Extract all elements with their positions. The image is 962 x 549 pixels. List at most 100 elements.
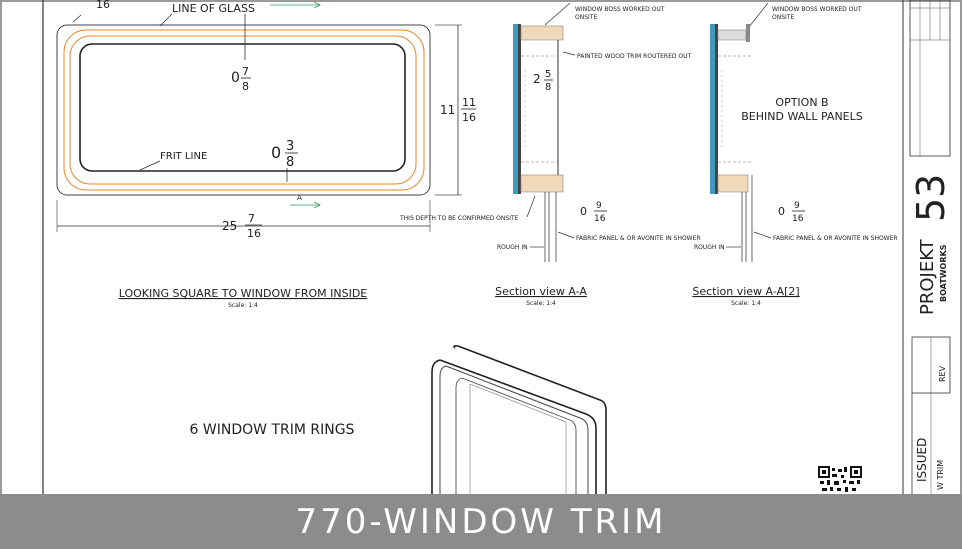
section-dim-whole: 2	[533, 72, 541, 86]
note-rough-in: ROUGH IN	[497, 244, 528, 251]
frit-outer-line	[63, 29, 425, 191]
leader-line	[72, 14, 82, 23]
section-b-title: Section view A-A[2]	[692, 285, 799, 298]
ring-back-outline	[453, 344, 607, 494]
section-dim-num: 5	[545, 69, 551, 80]
glass-pane	[513, 24, 518, 194]
qr-module	[838, 469, 842, 472]
isometric-trim-ring	[431, 344, 607, 494]
section-arrowhead	[313, 1, 321, 9]
wood-trim-top	[520, 25, 564, 41]
section-a-title: Section view A-A	[495, 285, 587, 298]
section-arrowhead	[313, 201, 321, 209]
dim-lower-whole: 0	[271, 143, 281, 162]
issued-label: ISSUED	[915, 438, 929, 482]
dim-center-num: 7	[242, 65, 249, 78]
qr-module	[837, 488, 841, 491]
note-window-boss: WINDOW BOSS WORKED OUT	[575, 6, 665, 13]
qr-module	[845, 487, 848, 492]
company-name: PROJEKT	[917, 238, 938, 315]
title-block: PROJEKT 53 BOATWORKS REV ISSUED W TRIM	[902, 0, 953, 494]
leader-line	[526, 195, 536, 218]
trim-rings-label: 6 WINDOW TRIM RINGS	[190, 422, 355, 438]
frit-inner-line	[69, 35, 417, 185]
note-window-boss-b: WINDOW BOSS WORKED OUT	[772, 6, 862, 13]
note-depth: THIS DEPTH TO BE CONFIRMED ONSITE	[399, 215, 519, 222]
ring-opening-left	[455, 377, 463, 494]
qr-module	[843, 480, 846, 483]
section-a-scale: Scale: 1:4	[526, 300, 556, 307]
dim-height-num: 11	[462, 96, 476, 109]
section-low-den: 16	[594, 214, 606, 224]
dim-height-whole: 11	[440, 103, 455, 117]
qr-module	[830, 487, 833, 491]
dim-lower-den: 8	[286, 155, 294, 170]
section-b-low-den: 16	[792, 214, 804, 224]
section-view-a: WINDOW BOSS WORKED OUT ONSITE PAINTED WO…	[399, 2, 701, 307]
trim-top-b	[717, 29, 747, 41]
section-view-b: WINDOW BOSS WORKED OUT ONSITE OPTION B B…	[692, 2, 898, 307]
company-sub: BOATWORKS	[939, 244, 948, 302]
qr-module	[822, 488, 827, 491]
note-painted-trim: PAINTED WOOD TRIM ROUTERED OUT	[577, 53, 692, 60]
note-onsite-b: ONSITE	[772, 14, 794, 21]
qr-module	[857, 480, 860, 484]
dim-width-den: 16	[247, 227, 261, 240]
top-fragment-text: 16	[96, 0, 110, 11]
section-marker: A	[297, 194, 302, 202]
qr-module	[822, 470, 826, 474]
note-fabric-panel: FABRIC PANEL & OR AVONITE IN SHOWER	[576, 235, 701, 242]
section-b-scale: Scale: 1:4	[731, 300, 761, 307]
qr-module	[834, 481, 839, 485]
qr-module	[832, 474, 837, 477]
leader-line	[544, 2, 571, 26]
wood-trim-bottom-b	[717, 174, 749, 193]
section-dim-den: 8	[545, 82, 551, 93]
ring-front-left-outline	[431, 359, 441, 494]
glass-pane-b	[710, 24, 715, 194]
plan-view-scale: Scale: 1:4	[228, 302, 258, 309]
qr-module	[820, 481, 824, 484]
glass-edge-b	[715, 24, 718, 194]
section-low-whole: 0	[580, 205, 587, 218]
dim-center-whole: 0	[231, 70, 240, 86]
qr-module	[852, 488, 856, 491]
window-outer-outline	[56, 24, 431, 196]
qr-module	[841, 475, 844, 478]
qr-finder	[818, 466, 830, 478]
ring-inner-depth	[469, 383, 567, 494]
dim-center-den: 8	[242, 80, 249, 93]
ring-inner-top-edge	[445, 365, 589, 494]
option-b-line2: BEHIND WALL PANELS	[741, 110, 863, 123]
section-low-num: 9	[596, 201, 602, 211]
leader-line	[753, 231, 772, 239]
qr-code	[818, 466, 862, 494]
glass-edge	[518, 24, 521, 194]
qr-module	[832, 468, 835, 471]
qr-finder	[850, 466, 862, 478]
note-fabric-panel-b: FABRIC PANEL & OR AVONITE IN SHOWER	[773, 235, 898, 242]
drawing-name-fragment: W TRIM	[936, 460, 945, 490]
qr-module	[849, 481, 854, 484]
company-number: 53	[909, 174, 953, 222]
plan-view: 16 LINE OF GLASS 0 7 8 FRIT LINE 0 3 8	[56, 0, 476, 309]
frit-line-label: FRIT LINE	[160, 151, 207, 162]
revision-table	[909, 0, 951, 157]
glass-edge-outline	[79, 43, 406, 172]
trim-bracket-b	[746, 24, 750, 42]
ring-inner-left-edge	[439, 365, 447, 494]
leader-line	[139, 160, 161, 171]
line-of-glass-label: LINE OF GLASS	[172, 2, 255, 15]
plan-view-title: LOOKING SQUARE TO WINDOW FROM INSIDE	[119, 287, 368, 300]
qr-module	[844, 467, 847, 472]
leader-line	[562, 51, 576, 56]
drawing-sheet: 16 LINE OF GLASS 0 7 8 FRIT LINE 0 3 8	[42, 0, 953, 494]
rev-label: REV	[938, 365, 947, 382]
footer-banner: 770-WINDOW TRIM	[0, 494, 962, 549]
section-b-low-num: 9	[794, 201, 800, 211]
qr-module	[827, 480, 830, 485]
note-onsite: ONSITE	[575, 14, 597, 21]
dim-lower-num: 3	[286, 139, 294, 154]
leader-line	[557, 231, 575, 239]
